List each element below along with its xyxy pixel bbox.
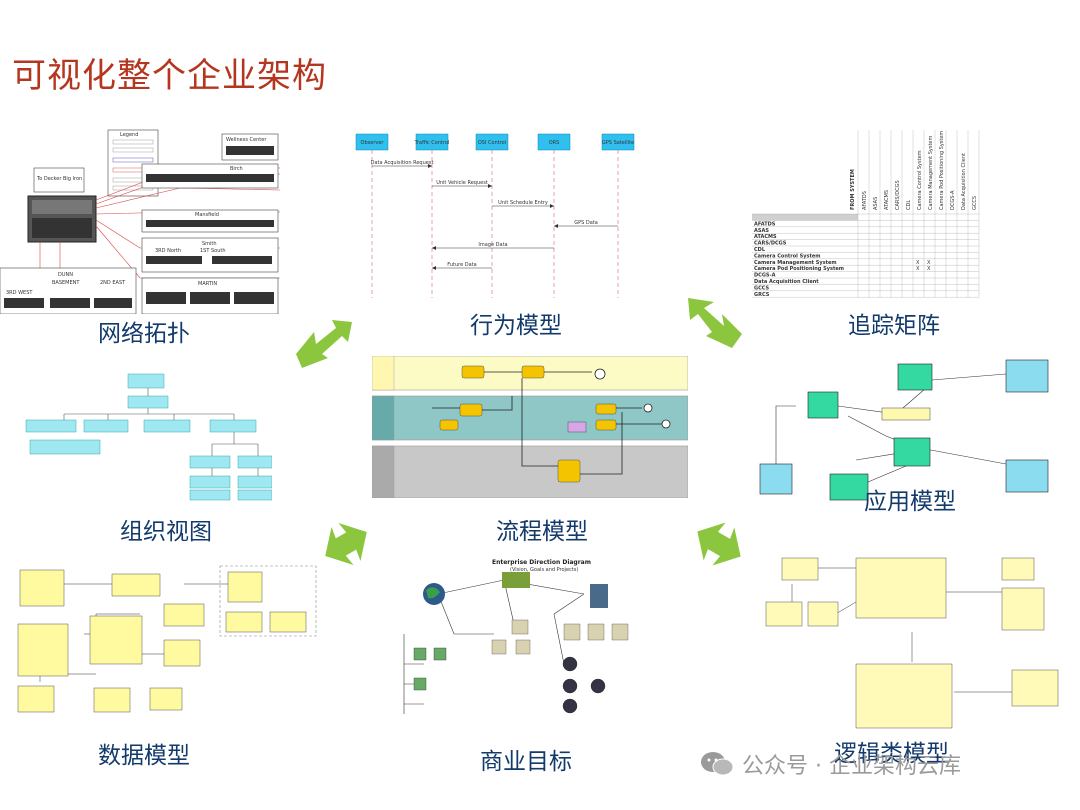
matrix-row-label: ASAS — [754, 228, 769, 234]
matrix-row-label: GRCS — [754, 292, 770, 298]
matrix-column-header: Data Acquisition Client — [961, 153, 967, 210]
message-label: GPS Data — [574, 220, 598, 226]
enterprise-direction-diagram: Enterprise Direction Diagram (Vision, Go… — [394, 554, 662, 722]
lifeline: Traffic Control — [414, 133, 450, 298]
network-east-label: 2ND EAST — [100, 280, 126, 286]
message-arrow: Future Data — [432, 262, 492, 270]
lifeline: GPS Satellite — [601, 133, 635, 298]
watermark: 公众号 · 企业架构云库 — [700, 748, 961, 780]
watermark-text: 公众号 · 企业架构云库 — [742, 754, 961, 779]
matrix-mark: X — [927, 260, 931, 266]
matrix-row-label: CDL — [754, 247, 766, 253]
matrix-row-label: Camera Pod Positioning System — [754, 266, 844, 272]
label-logic-class-model: 逻辑类模型 — [834, 741, 949, 767]
logic-class-diagram — [762, 552, 1064, 738]
lifeline-label: Traffic Control — [414, 140, 450, 146]
business-diagram-title: Enterprise Direction Diagram — [492, 559, 591, 566]
network-wellness-label: Wellness Center — [226, 137, 267, 143]
network-basement-label: BASEMENT — [52, 280, 80, 286]
message-label: Unit Vehicle Request — [436, 180, 488, 186]
lifeline: Observer — [355, 133, 389, 298]
behavior-sequence-diagram: Observer Traffic Control OSI Control ORS GPS… — [354, 130, 654, 300]
data-model-er-diagram — [14, 564, 318, 716]
message-label: Unit Schedule Entry — [498, 200, 548, 206]
matrix-column-header: AFATDS — [862, 191, 868, 210]
matrix-row-label: Camera Control System — [754, 253, 820, 259]
matrix-column-header: Camera Management System — [928, 135, 934, 210]
network-birch-label: Birch — [230, 166, 243, 172]
page-title: 可视化整个企业架构 — [12, 56, 327, 96]
matrix-row-label: Camera Management System — [754, 260, 837, 266]
network-martin-label: MARTIN — [198, 281, 217, 287]
matrix-mark: X — [916, 260, 920, 266]
network-dunn-label: DUNN — [58, 272, 73, 278]
label-org-view: 组织视图 — [120, 519, 212, 545]
matrix-column-header: ASAS — [873, 197, 879, 210]
label-app-model: 应用模型 — [864, 489, 956, 515]
lifeline-label: ORS — [549, 140, 560, 146]
matrix-column-header: GCCS — [972, 196, 978, 210]
matrix-row-label: AFATDS — [754, 221, 776, 227]
matrix-column-header: DCGS-A — [950, 190, 956, 210]
lifeline-label: GPS Satellite — [602, 140, 634, 146]
label-behavior-model: 行为模型 — [470, 313, 562, 339]
message-arrow: Image Data — [432, 242, 554, 250]
network-decker-label: To Decker Big Iron — [36, 176, 82, 182]
wechat-icon — [701, 752, 734, 776]
matrix-column-header: Camera Pod Positioning System — [939, 131, 945, 210]
network-north-label: 3RD North — [155, 248, 181, 254]
matrix-row-label: ATACMS — [754, 234, 777, 240]
from-system-header: FROM SYSTEM — [850, 169, 856, 210]
double-arrow-icon — [688, 298, 742, 348]
double-arrow-icon — [697, 522, 741, 566]
matrix-column-header: CARS/DCGS — [895, 180, 901, 210]
lifeline: ORS — [537, 133, 571, 298]
message-label: Image Data — [478, 242, 507, 248]
matrix-row-label: GCCS — [754, 285, 770, 291]
matrix-column-header: ATACMS — [884, 190, 890, 210]
network-legend-label: Legend — [120, 132, 138, 138]
message-arrow: Unit Vehicle Request — [432, 180, 492, 188]
lifeline: OSI Control — [475, 133, 509, 298]
message-arrow: Data Acquisition Request — [371, 160, 434, 168]
network-west-label: 3RD WEST — [6, 290, 33, 296]
matrix-row-label: CARS/DCGS — [754, 241, 787, 247]
network-mansfield-label: Mansfield — [195, 212, 219, 218]
application-model-diagram — [756, 356, 1054, 502]
message-label: Data Acquisition Request — [371, 160, 434, 166]
label-business-goals: 商业目标 — [480, 749, 572, 775]
business-diagram-subtitle: (Vision, Goals and Projects) — [510, 567, 578, 573]
network-topology-diagram: Legend Wellness Center To Decker Big Iro… — [0, 128, 308, 314]
matrix-row-label: Data Acquisition Client — [754, 279, 819, 285]
network-south-label: 1ST South — [200, 248, 226, 254]
label-trace-matrix: 追踪矩阵 — [848, 313, 940, 339]
label-process-model: 流程模型 — [496, 519, 588, 545]
matrix-mark: X — [916, 266, 920, 272]
message-arrow: Unit Schedule Entry — [492, 200, 554, 208]
lifeline-label: OSI Control — [478, 140, 506, 146]
message-label: Future Data — [447, 262, 476, 268]
matrix-row-label: DCGS-A — [754, 273, 776, 279]
organization-chart — [24, 372, 272, 502]
matrix-mark: X — [927, 266, 931, 272]
double-arrow-icon — [325, 522, 367, 566]
label-network-topology: 网络拓扑 — [98, 321, 190, 347]
matrix-column-header: CDL — [906, 200, 912, 210]
matrix-column-header: Camera Control System — [917, 150, 923, 210]
lifeline-label: Observer — [361, 140, 385, 146]
double-arrow-icon — [296, 320, 352, 368]
network-smith-label: Smith — [202, 241, 217, 247]
message-arrow: GPS Data — [554, 220, 618, 228]
label-data-model: 数据模型 — [98, 743, 190, 769]
process-swimlane-diagram — [372, 356, 688, 498]
